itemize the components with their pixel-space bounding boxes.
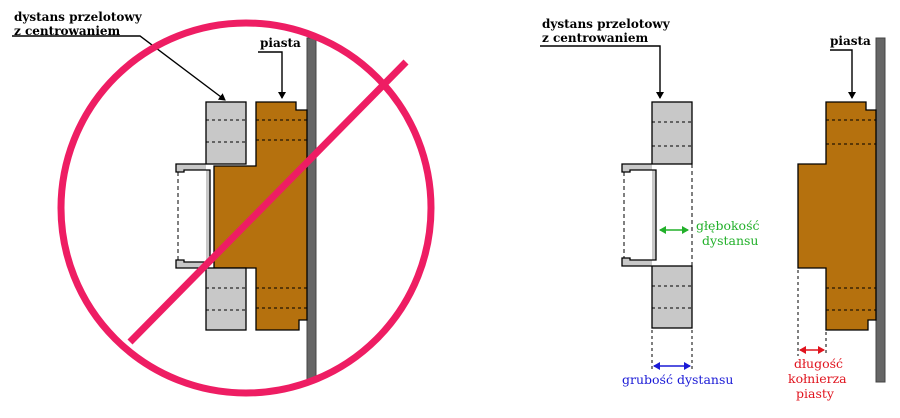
left-spacer-leader — [12, 35, 226, 101]
right-hub-leader — [830, 49, 856, 99]
right-hub — [797, 37, 886, 383]
collar-length-label-line1: długość — [794, 356, 844, 371]
right-spacer-label-line1: dystans przelotowy — [542, 17, 670, 31]
right-assembly — [540, 37, 886, 383]
right-spacer-centering-lip — [621, 163, 657, 267]
left-spacer-label-line1: dystans przelotowy — [14, 10, 142, 24]
left-spacer-bolt-lines — [206, 119, 246, 311]
right-spacer-upper — [651, 101, 693, 165]
prohibition-icon — [57, 19, 435, 397]
left-hub-bolt-lines — [256, 119, 307, 309]
right-spacer-label-line2: z centrowaniem — [542, 31, 649, 45]
right-spacer-bore-lines — [623, 164, 693, 266]
spacer-depth-label-line2: dystansu — [702, 233, 759, 248]
left-hub-leader — [258, 51, 286, 99]
collar-length-label-line2: kołnierza — [788, 371, 847, 386]
spacer-thickness-label: grubość dystansu — [622, 372, 734, 387]
left-spacer-label-line2: z centrowaniem — [14, 24, 121, 38]
spacer-depth-label-line1: głębokość — [696, 218, 760, 233]
right-spacer-lower — [651, 265, 693, 329]
left-spacer-upper — [205, 101, 247, 165]
left-spacer-centering-lip — [175, 163, 211, 269]
left-wall-plate — [306, 37, 317, 383]
right-spacer — [621, 101, 693, 370]
right-hub-label: piasta — [830, 34, 871, 48]
collar-length-label-line3: piasty — [796, 386, 834, 401]
right-spacer-leader — [540, 45, 664, 99]
right-wall-plate — [875, 37, 886, 383]
left-hub-label: piasta — [260, 36, 301, 50]
left-hub — [213, 101, 308, 331]
left-spacer-bore-lines — [177, 172, 211, 260]
left-assembly — [12, 19, 435, 397]
left-spacer-lower — [205, 267, 247, 331]
